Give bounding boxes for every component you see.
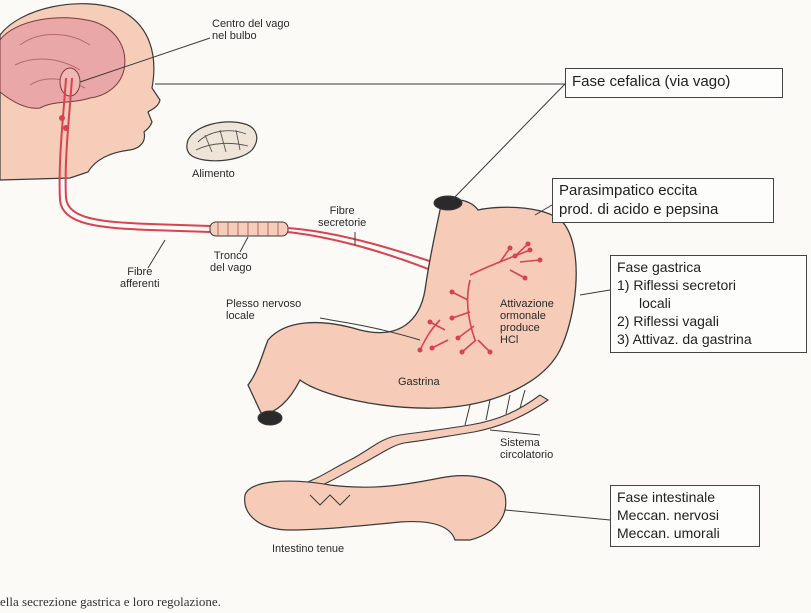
label-plesso-nervoso-line2: locale <box>226 310 301 322</box>
box-parasimpatico: Parasimpatico eccita prod. di acido e pe… <box>552 178 774 223</box>
tronco-vago <box>210 222 288 236</box>
label-plesso-nervoso: Plesso nervoso locale <box>226 298 301 322</box>
box-fase-intestinale-line2: Meccan. nervosi <box>617 506 753 524</box>
label-centro-vago-line1: Centro del vago <box>212 18 290 30</box>
box-fase-cefalica: Fase cefalica (via vago) <box>565 68 783 98</box>
box-fase-gastrica: Fase gastrica 1) Riflessi secretori loca… <box>610 255 807 353</box>
box-fase-intestinale-line3: Meccan. umorali <box>617 524 753 542</box>
label-alimento-text: Alimento <box>192 168 235 180</box>
label-gastrina-text: Gastrina <box>398 376 440 388</box>
label-attivazione-line1: Attivazione <box>500 298 554 310</box>
label-fibre-secretorie: Fibre secretorie <box>318 205 366 229</box>
label-tronco-vago: Tronco del vago <box>210 250 252 274</box>
label-attivazione-line4: HCl <box>500 334 554 346</box>
box-fase-intestinale: Fase intestinale Meccan. nervosi Meccan.… <box>610 485 760 547</box>
box-fase-intestinale-line1: Fase intestinale <box>617 488 753 506</box>
label-gastrina: Gastrina <box>398 376 440 388</box>
head-illustration <box>0 4 160 180</box>
box-fase-gastrica-line2: 1) Riflessi secretori <box>617 276 800 294</box>
intestino-tenue-illustration <box>245 476 506 540</box>
label-sistema-line1: Sistema <box>500 437 553 449</box>
label-centro-vago-line2: nel bulbo <box>212 30 290 42</box>
box-fase-gastrica-line3: locali <box>617 294 800 312</box>
leader-fibre-afferenti <box>148 240 165 268</box>
label-fibre-afferenti-line1: Fibre <box>120 266 160 278</box>
label-attivazione-line3: produce <box>500 322 554 334</box>
leader-fase-intestinale <box>505 510 610 520</box>
box-fase-cefalica-text: Fase cefalica (via vago) <box>572 71 776 93</box>
box-fase-gastrica-line1: Fase gastrica <box>617 258 800 276</box>
label-alimento: Alimento <box>192 168 235 180</box>
label-fibre-afferenti-line2: afferenti <box>120 278 160 290</box>
label-sistema-circolatorio: Sistema circolatorio <box>500 437 553 461</box>
label-fibre-secretorie-line2: secretorie <box>318 217 366 229</box>
label-intestino-tenue: Intestino tenue <box>272 543 344 555</box>
label-attivazione-line2: ormonale <box>500 310 554 322</box>
figure-caption: ella secrezione gastrica e loro regolazi… <box>0 594 221 610</box>
alimento-illustration <box>187 122 257 161</box>
label-attivazione: Attivazione ormonale produce HCl <box>500 298 554 346</box>
box-parasimpatico-line1: Parasimpatico eccita <box>559 181 767 200</box>
leader-fase-cefalica-stomach <box>452 84 565 200</box>
label-centro-vago: Centro del vago nel bulbo <box>212 18 290 42</box>
leader-sistema <box>490 430 540 435</box>
label-fibre-afferenti: Fibre afferenti <box>120 266 160 290</box>
label-intestino-tenue-text: Intestino tenue <box>272 543 344 555</box>
box-parasimpatico-line2: prod. di acido e pepsina <box>559 200 767 219</box>
box-fase-gastrica-line5: 3) Attivaz. da gastrina <box>617 330 800 348</box>
leader-fase-gastrica <box>580 290 610 295</box>
label-sistema-line2: circolatorio <box>500 449 553 461</box>
esophagus-opening <box>434 196 462 210</box>
label-tronco-vago-line2: del vago <box>210 262 252 274</box>
box-fase-gastrica-line4: 2) Riflessi vagali <box>617 312 800 330</box>
label-tronco-vago-line1: Tronco <box>210 250 252 262</box>
label-plesso-nervoso-line1: Plesso nervoso <box>226 298 301 310</box>
label-fibre-secretorie-line1: Fibre <box>318 205 366 217</box>
